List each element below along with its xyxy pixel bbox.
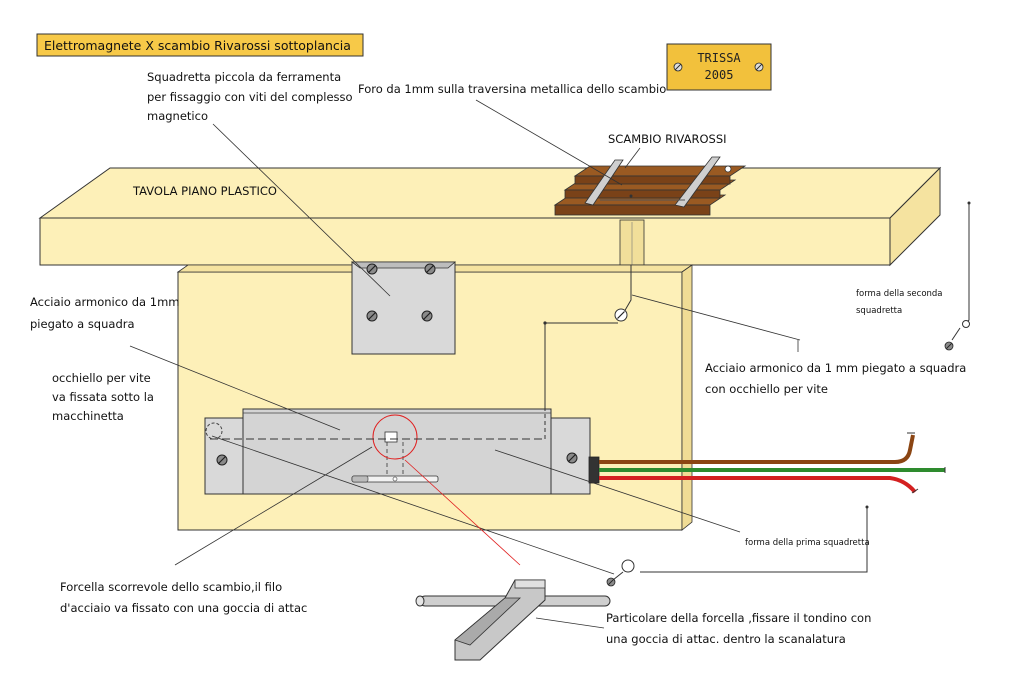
first-bracket-shape	[606, 505, 869, 587]
badge-line2: 2005	[705, 68, 734, 82]
eyelet-icon	[962, 320, 970, 328]
electrical-wires	[588, 432, 946, 494]
screw-icon	[424, 263, 436, 275]
screw-icon	[673, 62, 683, 72]
screw-icon	[421, 310, 433, 322]
tavola-label: TAVOLA PIANO PLASTICO	[132, 184, 277, 198]
screw-icon	[606, 577, 616, 587]
screw-icon	[754, 62, 764, 72]
forcella-label-2: d'acciaio va fissato con una goccia di a…	[60, 601, 307, 615]
screw-icon	[366, 310, 378, 322]
eyelet-icon	[621, 559, 635, 573]
eyelet-icon	[614, 308, 628, 322]
occhiello-label-2: va fissata sotto la	[52, 390, 154, 404]
occhiello-label-3: macchinetta	[52, 409, 124, 423]
fork-detail	[415, 579, 611, 661]
occhiello-label-1: occhiello per vite	[52, 371, 151, 385]
acciaio-left-label-2: piegato a squadra	[30, 317, 135, 331]
foro-label: Foro da 1mm sulla traversina metallica d…	[358, 82, 666, 96]
screw-icon	[216, 454, 228, 466]
labels: Squadretta piccola da ferramenta per fis…	[30, 70, 966, 646]
acciaio-left-label-1: Acciaio armonico da 1mm	[30, 295, 179, 309]
screw-icon	[566, 452, 578, 464]
leader-lines	[129, 99, 801, 629]
squadretta-label-2: per fissaggio con viti del complesso	[147, 90, 353, 104]
small-bracket	[350, 261, 457, 355]
steel-wire	[205, 265, 632, 440]
scambio-label: SCAMBIO RIVAROSSI	[608, 132, 727, 146]
forcella-label-1: Forcella scorrevole dello scambio,il fil…	[60, 580, 282, 594]
electromagnet	[204, 408, 591, 495]
squadretta-label-3: magnetico	[147, 109, 208, 123]
particolare-label-2: una goccia di attac. dentro la scanalatu…	[606, 632, 846, 646]
forma-prima-label: forma della prima squadretta	[745, 538, 870, 548]
forma-seconda-label-1: forma della seconda	[856, 289, 943, 299]
particolare-label-1: Particolare della forcella ,fissare il t…	[606, 611, 871, 625]
screw-icon	[366, 263, 378, 275]
rivarossi-turnout	[553, 156, 747, 216]
table-board	[38, 166, 942, 267]
forma-seconda-label-2: squadretta	[856, 306, 902, 316]
second-bracket-shape	[944, 201, 971, 351]
eyelet-icon	[205, 422, 223, 440]
screw-icon	[944, 341, 954, 351]
acciaio-right-label-1: Acciaio armonico da 1 mm piegato a squad…	[705, 361, 966, 375]
title-box: Elettromagnete X scambio Rivarossi sotto…	[36, 33, 364, 57]
author-badge: TRISSA 2005	[666, 43, 772, 91]
squadretta-label-1: Squadretta piccola da ferramenta	[147, 70, 341, 84]
diagram-title: Elettromagnete X scambio Rivarossi sotto…	[44, 38, 351, 53]
acciaio-right-label-2: con occhiello per vite	[705, 382, 828, 396]
badge-line1: TRISSA	[697, 51, 741, 65]
